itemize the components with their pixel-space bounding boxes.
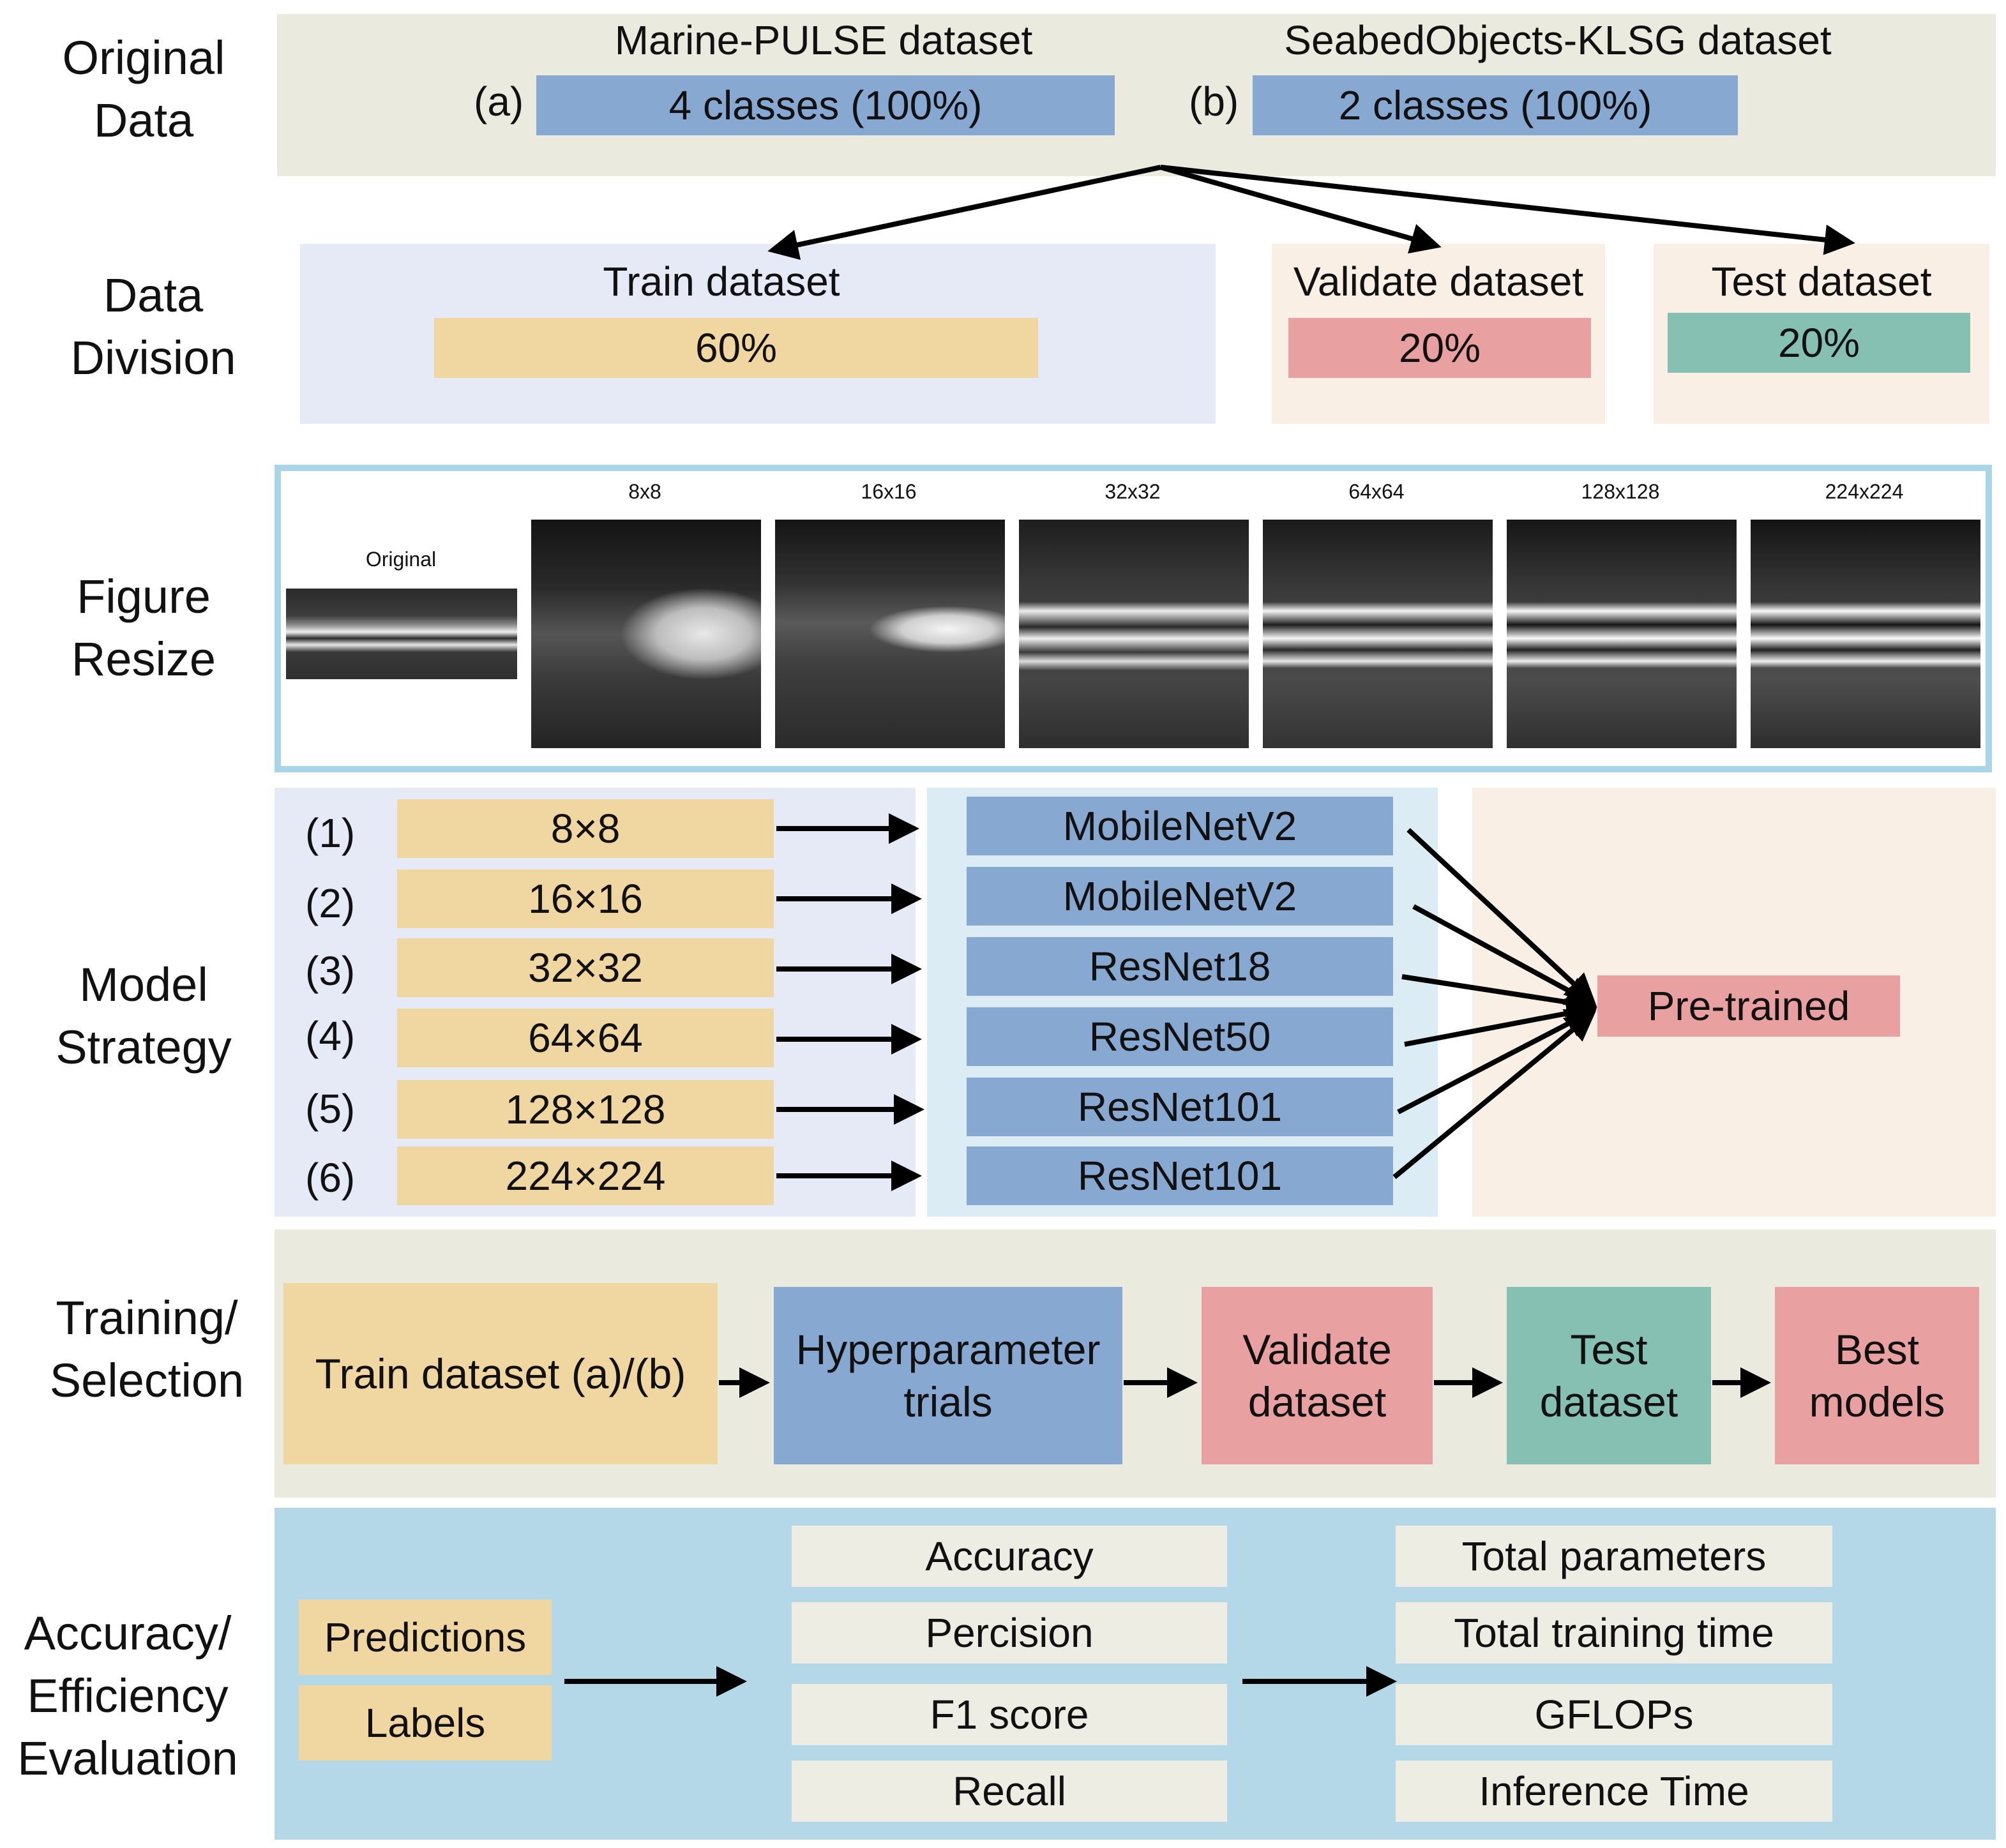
eval-input-labels: Labels: [299, 1685, 552, 1761]
metric-accuracy: Accuracy: [792, 1526, 1227, 1587]
metric-percision: Percision: [792, 1602, 1227, 1664]
training-step-hyperparameter: Hyperparameter trials: [774, 1287, 1122, 1464]
resized-image-64x64: [1263, 520, 1493, 748]
marine-pulse-title: Marine-PULSE dataset: [614, 17, 1033, 63]
resized-image-16x16: [775, 520, 1005, 748]
train-dataset-title: Train dataset: [603, 259, 840, 304]
validate-percent-bar: 20%: [1288, 318, 1591, 378]
seabed-objects-title: SeabedObjects-KLSG dataset: [1284, 17, 1832, 63]
test-percent-bar: 20%: [1668, 313, 1970, 373]
caption-64x64: 64x64: [1348, 480, 1405, 503]
train-percent-bar: 60%: [434, 318, 1038, 378]
caption-original: Original: [365, 548, 437, 571]
original-sonar-image: [286, 589, 517, 679]
strategy-index-6: (6): [305, 1155, 356, 1201]
metric-total-parameters: Total parameters: [1396, 1526, 1832, 1587]
strategy-index-1: (1): [305, 810, 356, 856]
model-box-2: MobileNetV2: [967, 867, 1393, 926]
arrow-to-validate: [1159, 165, 1442, 254]
strategy-index-3: (3): [305, 948, 356, 994]
metric-f1-score: F1 score: [792, 1684, 1227, 1745]
arrow-model-3-to-pretrained: [1401, 974, 1597, 1018]
arrow-model-4-to-pretrained: [1404, 998, 1597, 1047]
strategy-index-5: (5): [305, 1086, 356, 1132]
caption-32x32: 32x32: [1105, 480, 1161, 503]
row-label-training-selection: Training/ Selection: [49, 1291, 245, 1407]
validate-dataset-title: Validate dataset: [1293, 259, 1584, 304]
row-label-evaluation: Accuracy/ Efficiency Evaluation: [17, 1607, 238, 1785]
arrow-model-2-to-pretrained: [1412, 904, 1597, 1006]
strategy-models-panel: [927, 788, 1438, 1217]
arrow-model-6-to-pretrained: [1392, 1010, 1597, 1180]
eval-input-predictions: Predictions: [299, 1600, 552, 1675]
row-label-figure-resize: Figure Resize: [71, 570, 216, 686]
training-step-validate: Validate dataset: [1202, 1287, 1433, 1464]
resized-image-32x32: [1019, 520, 1249, 748]
arrow-model-1-to-pretrained: [1406, 828, 1596, 1005]
metric-recall: Recall: [792, 1761, 1227, 1822]
test-dataset-title: Test dataset: [1711, 259, 1932, 304]
metric-inference-time: Inference Time: [1396, 1761, 1832, 1822]
size-box-128x128: 128×128: [397, 1080, 774, 1139]
caption-8x8: 8x8: [628, 480, 661, 503]
seabed-objects-bar: 2 classes (100%): [1253, 75, 1738, 135]
model-box-1: MobileNetV2: [967, 797, 1393, 855]
model-box-5: ResNet101: [967, 1078, 1393, 1136]
strategy-index-4: (4): [305, 1013, 356, 1059]
model-box-4: ResNet50: [967, 1007, 1393, 1066]
training-step-test: Test dataset: [1507, 1287, 1711, 1464]
training-step-train-dataset: Train dataset (a)/(b): [283, 1283, 718, 1464]
row-label-original-data: Original Data: [62, 31, 225, 147]
tag-a: (a): [474, 79, 524, 124]
marine-pulse-bar: 4 classes (100%): [536, 75, 1115, 135]
resized-image-8x8: [531, 520, 761, 748]
row-label-model-strategy: Model Strategy: [56, 958, 232, 1074]
arrow-to-test: [1160, 165, 1855, 255]
model-box-3: ResNet18: [967, 937, 1393, 996]
size-box-32x32: 32×32: [397, 938, 774, 997]
strategy-index-2: (2): [305, 880, 356, 926]
size-box-64x64: 64×64: [397, 1009, 774, 1067]
caption-16x16: 16x16: [861, 480, 917, 503]
model-box-6: ResNet101: [967, 1146, 1393, 1205]
metric-total-training-time: Total training time: [1396, 1602, 1832, 1664]
size-box-8x8: 8×8: [397, 799, 774, 858]
tag-b: (b): [1189, 79, 1239, 124]
arrow-to-train: [767, 165, 1161, 260]
caption-128x128: 128x128: [1581, 480, 1660, 503]
caption-224x224: 224x224: [1825, 480, 1904, 503]
size-box-16x16: 16×16: [397, 869, 774, 928]
row-label-data-division: Data Division: [70, 269, 236, 384]
training-step-best-models: Best models: [1775, 1287, 1979, 1464]
metric-gflops: GFLOPs: [1396, 1684, 1832, 1745]
size-box-224x224: 224×224: [397, 1146, 774, 1205]
strategy-sizes-panel: [275, 788, 916, 1217]
resized-image-224x224: [1751, 520, 1980, 748]
arrow-model-5-to-pretrained: [1397, 1009, 1597, 1115]
resized-image-128x128: [1507, 520, 1737, 748]
pretrained-box: Pre-trained: [1597, 975, 1900, 1037]
